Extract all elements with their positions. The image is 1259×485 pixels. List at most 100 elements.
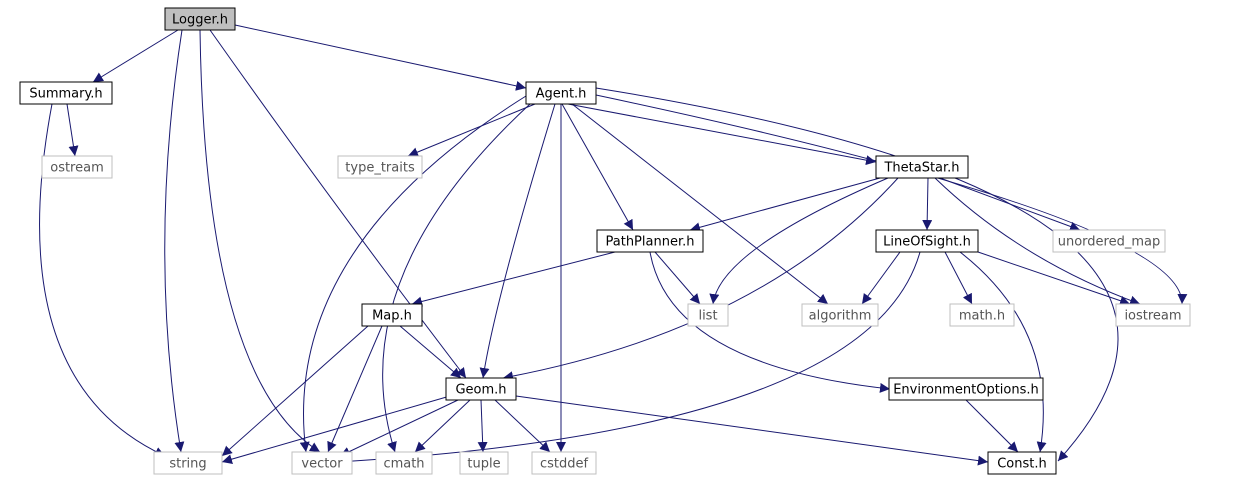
edge-geom-to-vector [339,399,459,457]
edge-thetastar-to-lineofsight [922,177,933,231]
node-label-string: string [169,457,206,472]
edge-map-to-string [221,325,369,457]
node-agent[interactable]: Agent.h [525,81,597,105]
node-box-agent [525,81,597,105]
edge-lineofsight-to-vector [337,251,921,467]
node-label-math: math.h [959,309,1005,324]
node-unordered_map: unordered_map [1052,229,1166,253]
node-box-string [153,451,223,475]
node-box-cstddef [531,451,597,475]
node-lineofsight[interactable]: LineOfSight.h [875,229,979,253]
edge-logger-to-agent [234,24,527,91]
edge-agent-to-geom [479,103,556,379]
node-tuple: tuple [459,451,509,475]
node-label-type_traits: type_traits [345,161,415,176]
edge-agent-to-algorithm [571,103,829,305]
edge-thetastar-to-unordered_map [939,177,1081,232]
node-label-algorithm: algorithm [809,309,872,324]
node-math: math.h [949,303,1015,327]
node-label-iostream: iostream [1124,309,1181,324]
edge-geom-to-const [515,395,989,466]
node-box-ostream [41,155,113,179]
edge-logger-to-vector [199,29,321,453]
node-box-unordered_map [1052,229,1166,253]
node-box-logger [164,7,236,31]
edge-pathplanner-to-envopts [649,251,891,393]
node-box-tuple [459,451,509,475]
node-box-const [987,451,1057,475]
node-box-lineofsight [875,229,979,253]
node-label-const: Const.h [997,457,1047,472]
edge-agent-to-cmath [382,103,531,453]
edge-agent-to-type_traits [407,103,536,157]
edge-map-to-geom [399,325,462,379]
node-type_traits: type_traits [337,155,423,179]
edge-agent-to-iostream [595,94,1188,305]
node-map[interactable]: Map.h [361,303,423,327]
node-box-vector [291,451,353,475]
node-box-thetastar [875,155,969,179]
node-list: list [687,303,729,327]
node-label-logger: Logger.h [172,13,228,28]
edge-agent-to-pathplanner [561,103,634,231]
node-label-vector: vector [301,457,343,472]
node-label-summary: Summary.h [29,87,102,102]
node-box-summary [19,81,113,105]
edge-geom-to-cmath [414,399,471,453]
node-label-unordered_map: unordered_map [1058,235,1161,250]
edge-agent-to-vector [299,95,527,453]
edge-thetastar-to-pathplanner [689,177,881,233]
node-const[interactable]: Const.h [987,451,1057,475]
node-cmath: cmath [375,451,433,475]
node-pathplanner[interactable]: PathPlanner.h [596,229,704,253]
node-label-cstddef: cstddef [540,457,589,472]
node-label-list: list [698,309,717,324]
edge-thetastar-to-iostream [934,177,1141,306]
node-summary[interactable]: Summary.h [19,81,113,105]
node-algorithm: algorithm [801,303,879,327]
edge-pathplanner-to-list [654,251,701,305]
node-ostream: ostream [41,155,113,179]
node-box-list [687,303,729,327]
node-logger[interactable]: Logger.h [164,7,236,31]
edge-logger-to-geom [209,29,467,379]
node-box-pathplanner [596,229,704,253]
node-thetastar[interactable]: ThetaStar.h [875,155,969,179]
edge-geom-to-cstddef [494,399,551,453]
edge-lineofsight-to-iostream [977,251,1131,306]
edge-thetastar-to-geom [502,177,899,382]
node-label-map: Map.h [372,309,412,324]
edge-lineofsight-to-const [959,251,1047,453]
edge-thetastar-to-list [709,177,889,305]
node-label-agent: Agent.h [536,87,587,102]
node-label-envopts: EnvironmentOptions.h [893,383,1039,398]
node-box-math [949,303,1015,327]
edge-map-to-vector [327,325,383,453]
node-label-thetastar: ThetaStar.h [883,161,959,176]
edge-geom-to-string [221,395,451,465]
edge-envopts-to-const [965,399,1019,453]
node-vector: vector [291,451,353,475]
node-box-iostream [1115,303,1191,327]
node-geom[interactable]: Geom.h [445,377,517,401]
node-label-tuple: tuple [467,457,500,472]
edge-lineofsight-to-math [944,251,973,305]
node-box-map [361,303,423,327]
node-box-type_traits [337,155,423,179]
node-string: string [153,451,223,475]
node-label-pathplanner: PathPlanner.h [606,235,695,250]
node-box-envopts [888,377,1044,401]
edge-logger-to-string [164,29,185,453]
node-label-geom: Geom.h [455,383,506,398]
edge-agent-to-thetastar [567,103,877,166]
edge-logger-to-summary [92,29,179,83]
node-label-lineofsight: LineOfSight.h [883,235,971,250]
node-envopts[interactable]: EnvironmentOptions.h [888,377,1044,401]
node-box-algorithm [801,303,879,327]
edge-pathplanner-to-map [411,251,616,307]
node-label-ostream: ostream [50,161,104,176]
node-cstddef: cstddef [531,451,597,475]
node-box-cmath [375,451,433,475]
edge-lineofsight-to-algorithm [861,251,901,305]
